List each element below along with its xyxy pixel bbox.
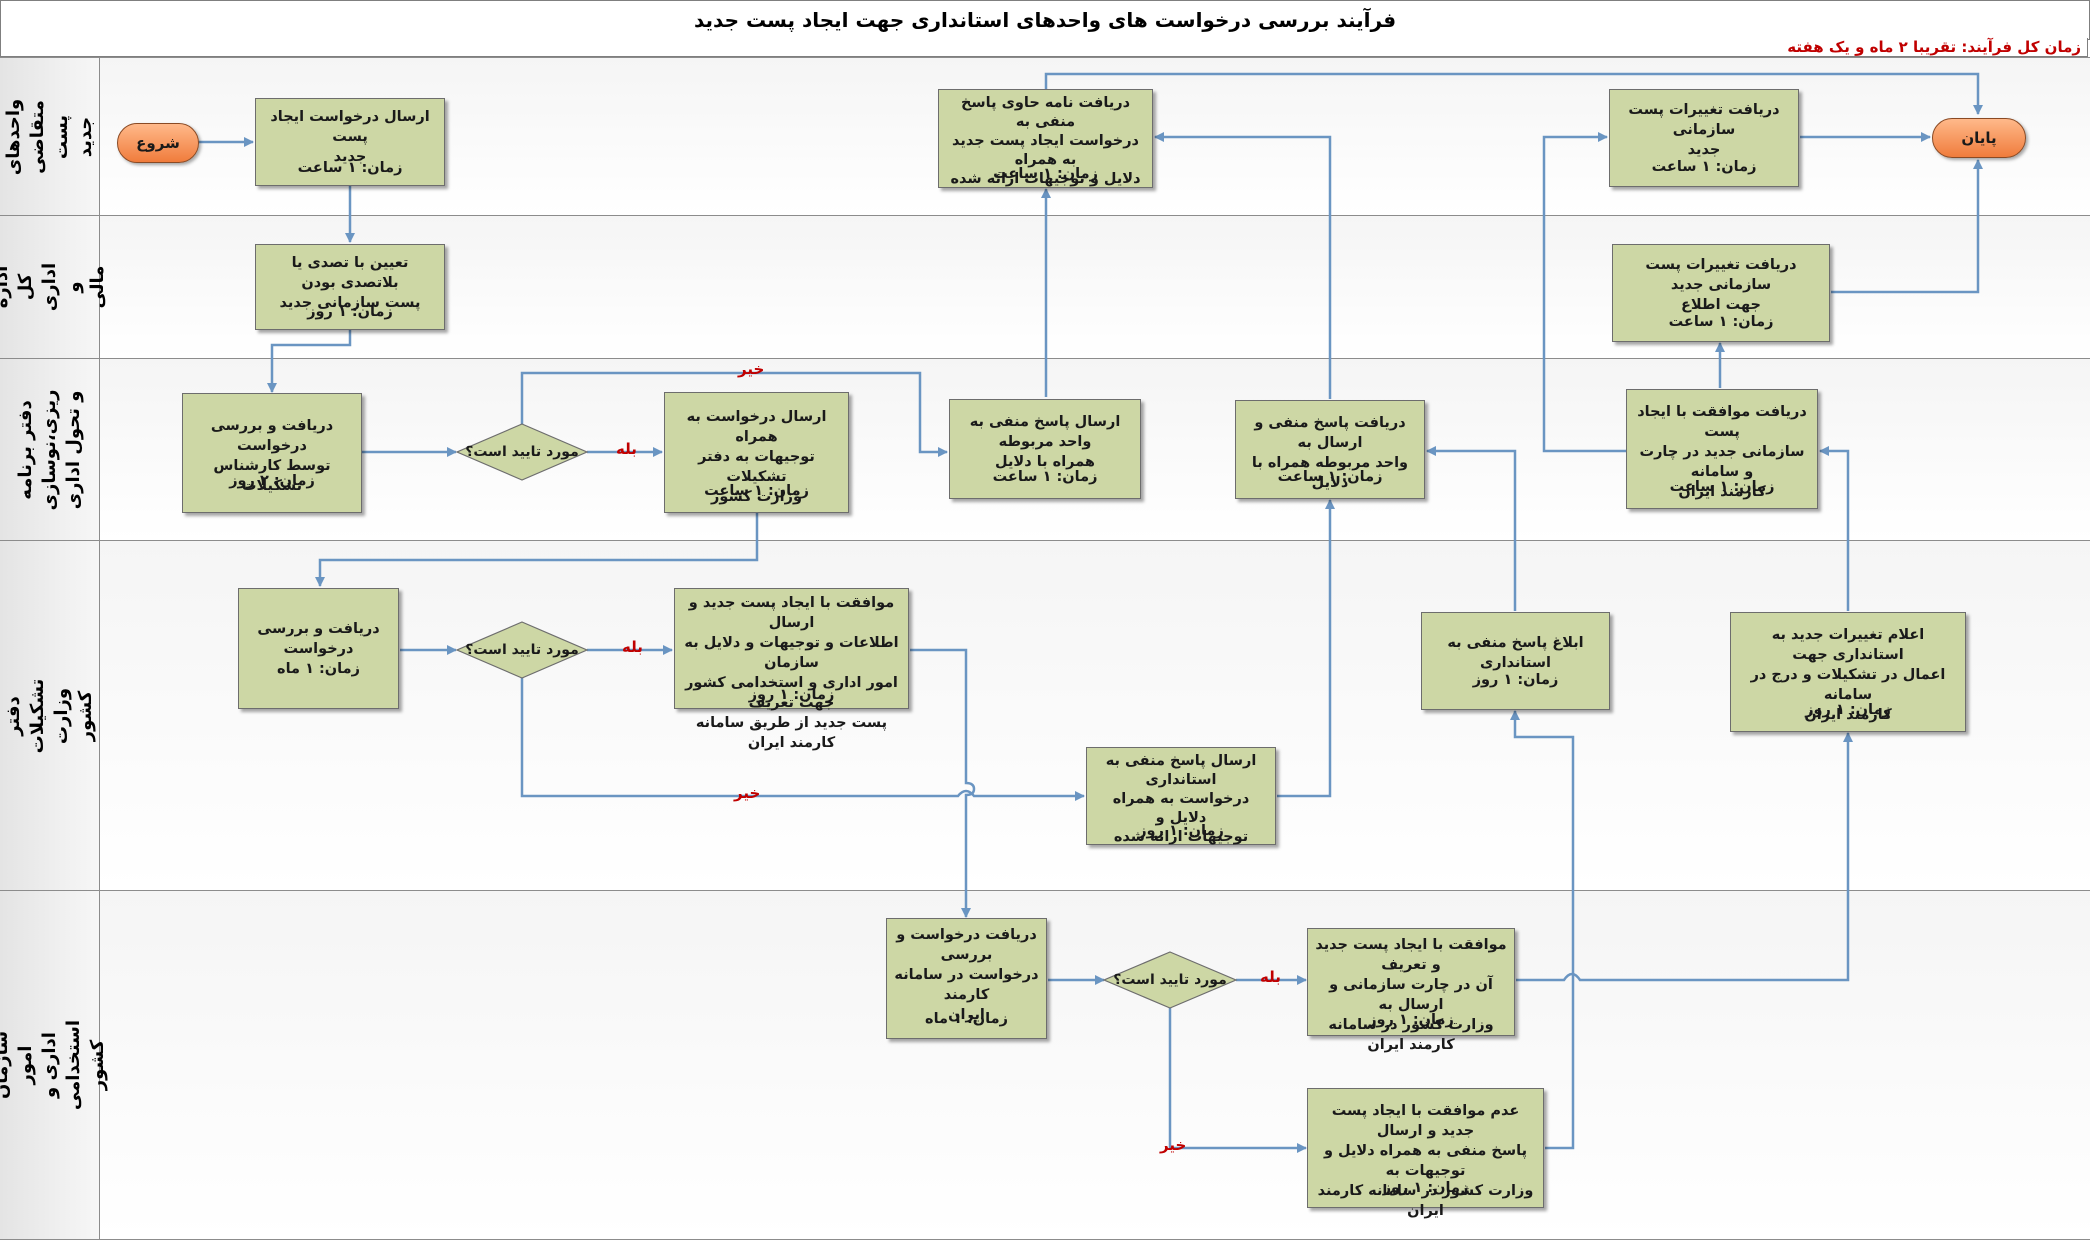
process-time: زمان: ۱ روز bbox=[307, 304, 393, 320]
decision-diamond-1 bbox=[455, 423, 589, 481]
arrow-b2-to-b3 bbox=[267, 330, 352, 393]
lane-header: اداره کل اداری و مالی bbox=[0, 216, 108, 358]
process-text: دریافت موافقت با ایجاد پست سازمانی جدید … bbox=[1637, 404, 1807, 500]
arrow-b4-to-b11 bbox=[315, 513, 759, 587]
process-time: زمان: ۲ روز bbox=[229, 473, 315, 489]
process-text: ارسال پاسخ منفی به واحد مربوطه همراه با … bbox=[969, 414, 1121, 470]
process-text: دریافت تغییرات پست سازمانی جدید جهت اطلا… bbox=[1645, 257, 1797, 313]
process-b11: دریافت و بررسی درخواست زمان: ۱ ماه bbox=[238, 588, 399, 709]
process-time: زمان: ۱ روز bbox=[1472, 672, 1559, 688]
process-b17: موافقت با ایجاد پست جدید و تعریف آن در چ… bbox=[1307, 928, 1515, 1053]
condition-no-1: خیر bbox=[738, 360, 765, 378]
process-b16: دریافت درخواست و بررسی درخواست در سامانه… bbox=[886, 918, 1047, 1039]
process-text: دریافت و بررسی درخواست توسط کارشناس تشکی… bbox=[210, 418, 334, 494]
condition-no-2: خیر bbox=[734, 784, 761, 802]
lane-header: دفتر تشکیلات وزارت کشور bbox=[0, 541, 100, 890]
process-b4: ارسال درخواست به همراه توجیهات به دفتر ت… bbox=[664, 392, 849, 513]
condition-yes-2: بله bbox=[622, 638, 643, 656]
process-b6: دریافت نامه حاوی پاسخ منفی به درخواست ای… bbox=[938, 89, 1153, 188]
process-text: ابلاغ پاسخ منفی به استانداری bbox=[1447, 635, 1584, 671]
total-duration: زمان کل فرآیند: تقریبا ۲ ماه و یک هفته bbox=[0, 38, 2088, 57]
process-time: زمان: ۱ ماه bbox=[277, 661, 360, 677]
process-text: عدم موافقت با ایجاد پست جدید و ارسال پاس… bbox=[1317, 1103, 1534, 1219]
process-time: زمان: ۱ روز bbox=[748, 687, 835, 703]
process-text: ارسال درخواست ایجاد پست جدید bbox=[270, 109, 430, 165]
process-text: دریافت تغییرات پست سازمانی جدید bbox=[1628, 102, 1780, 158]
lane-admin-employment-org: سازمان امور اداری و استخدامی کشور bbox=[0, 890, 2090, 1240]
arrow-b9-to-end bbox=[1831, 159, 1983, 294]
process-time: زمان: ۱ روز bbox=[1368, 1012, 1454, 1028]
arrow-b7-to-b6 bbox=[1154, 132, 1332, 399]
process-text: ارسال پاسخ منفی به استانداری درخواست به … bbox=[1105, 753, 1257, 845]
process-b10: دریافت موافقت با ایجاد پست سازمانی جدید … bbox=[1626, 389, 1818, 509]
process-b3: دریافت و بررسی درخواست توسط کارشناس تشکی… bbox=[182, 393, 362, 513]
diagram-title: فرآیند بررسی درخواست های واحدهای استاندا… bbox=[0, 0, 2090, 40]
process-time: زمان: ۱ ماه bbox=[925, 1011, 1008, 1027]
process-time: زمان: ۱ ساعت bbox=[992, 469, 1098, 485]
process-b9: دریافت تغییرات پست سازمانی جدید جهت اطلا… bbox=[1612, 244, 1830, 342]
process-b18: عدم موافقت با ایجاد پست جدید و ارسال پاس… bbox=[1307, 1088, 1544, 1219]
process-text: دریافت نامه حاوی پاسخ منفی به درخواست ای… bbox=[950, 95, 1141, 187]
arrow-b17-to-b15 bbox=[1516, 732, 1853, 982]
arrow-b18-to-b14 bbox=[1510, 710, 1575, 1150]
condition-yes-3: بله bbox=[1260, 968, 1281, 986]
arrow-b12-to-b16 bbox=[910, 648, 976, 918]
process-time: زمان: ۱ ساعت bbox=[704, 483, 809, 499]
process-text: ارسال درخواست به همراه توجیهات به دفتر ت… bbox=[686, 409, 827, 505]
process-time: زمان: ۱ روز bbox=[1382, 1180, 1469, 1196]
process-text: اعلام تغییرات جدید به استانداری جهت اعما… bbox=[1750, 627, 1946, 723]
arrow-b6-to-end bbox=[1044, 72, 1983, 115]
process-time: زمان: ۱ ساعت bbox=[297, 160, 403, 176]
process-time: زمان: ۱ ساعت bbox=[1277, 469, 1383, 485]
process-time: زمان: ۱ ساعت bbox=[1651, 159, 1757, 175]
process-b7: دریافت پاسخ منفی و ارسال به واحد مربوطه … bbox=[1235, 400, 1425, 499]
lane-header: دفتر برنامه ریزی،نوسازی و تحول اداری bbox=[0, 359, 100, 540]
process-time: زمان: ۱ روز bbox=[1805, 702, 1891, 718]
process-b13: ارسال پاسخ منفی به استانداری درخواست به … bbox=[1086, 747, 1276, 845]
process-b5: ارسال پاسخ منفی به واحد مربوطه همراه با … bbox=[949, 399, 1141, 499]
lane-header: سازمان امور اداری و استخدامی کشور bbox=[0, 891, 108, 1239]
arrow-b15-to-b10 bbox=[1819, 446, 1850, 611]
arrow-d2-no-to-b13 bbox=[520, 678, 1085, 801]
lane-header: واحدهای متقاضی پست جدید bbox=[0, 58, 100, 215]
process-text: دریافت درخواست و بررسی درخواست در سامانه… bbox=[894, 927, 1039, 1023]
decision-diamond-2 bbox=[455, 621, 589, 679]
arrow-b10-to-b8 bbox=[1542, 132, 1626, 453]
process-time: زمان: ۱ ساعت bbox=[1669, 479, 1775, 495]
start-terminal: شروع bbox=[117, 123, 199, 163]
process-b2: تعیین با تصدی یا بلاتصدی بودن پست سازمان… bbox=[255, 244, 445, 330]
process-time: زمان: ۱ ساعت bbox=[993, 166, 1098, 182]
process-time: زمان: ۱ روز bbox=[1138, 823, 1224, 839]
process-text: تعیین با تصدی یا بلاتصدی بودن پست سازمان… bbox=[279, 255, 421, 311]
process-b12: موافقت با ایجاد پست جدید و ارسال اطلاعات… bbox=[674, 588, 909, 751]
process-time: زمان: ۱ ساعت bbox=[1668, 314, 1774, 330]
process-text: دریافت و بررسی درخواست bbox=[257, 621, 380, 657]
end-terminal: پایان bbox=[1932, 118, 2026, 158]
process-text: موافقت با ایجاد پست جدید و ارسال اطلاعات… bbox=[684, 595, 899, 751]
process-text: موافقت با ایجاد پست جدید و تعریف آن در چ… bbox=[1315, 937, 1507, 1053]
arrow-d3-no-to-b18 bbox=[1168, 1008, 1307, 1153]
process-text: دریافت پاسخ منفی و ارسال به واحد مربوطه … bbox=[1251, 415, 1409, 491]
condition-yes-1: بله bbox=[616, 440, 637, 458]
arrow-d1-no-to-b5 bbox=[520, 371, 948, 457]
arrow-b14-to-b7 bbox=[1426, 446, 1517, 611]
arrow-b13-to-b7 bbox=[1277, 499, 1335, 798]
condition-no-3: خیر bbox=[1160, 1136, 1187, 1154]
process-b15: اعلام تغییرات جدید به استانداری جهت اعما… bbox=[1730, 612, 1966, 732]
decision-diamond-3 bbox=[1102, 951, 1238, 1009]
